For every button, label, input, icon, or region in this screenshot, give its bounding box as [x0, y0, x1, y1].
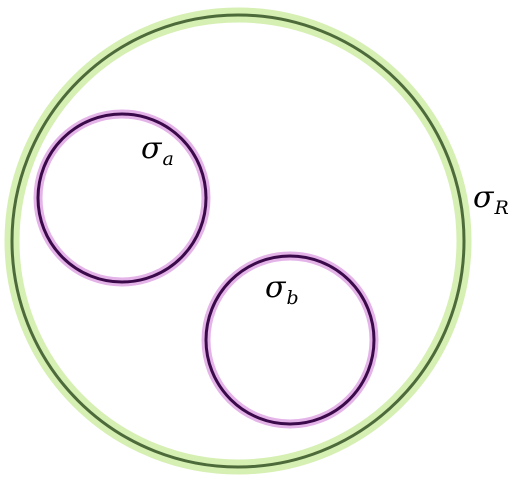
outer-circle: [10, 13, 466, 469]
sigma-r-symbol: σ: [473, 180, 494, 215]
sigma-a-symbol: σ: [141, 131, 162, 166]
sigma-r-subscript: R: [494, 197, 509, 219]
sigma-a-subscript: a: [162, 148, 174, 170]
outer-circle-halo: [4, 7, 472, 475]
sigma-b-subscript: b: [286, 287, 299, 309]
sigma-a-label: σa: [141, 134, 174, 169]
sigma-b-label: σb: [265, 273, 299, 308]
sigma-r-label: σR: [473, 183, 509, 218]
inner-circle-b: [204, 254, 376, 426]
sigma-b-symbol: σ: [265, 270, 286, 305]
inner-circle-a: [36, 112, 208, 284]
